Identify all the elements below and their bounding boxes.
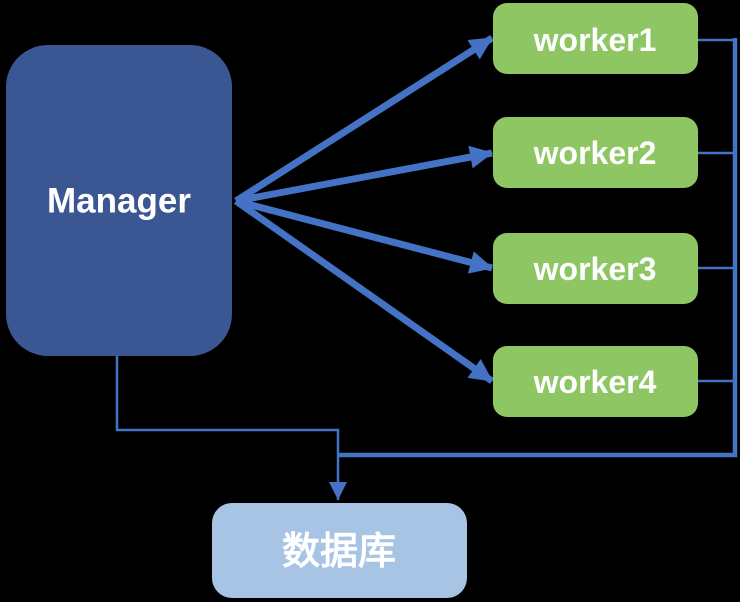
worker2-label: worker2 <box>533 135 657 171</box>
edge-manager-worker4 <box>233 198 495 384</box>
manager-label: Manager <box>47 182 191 221</box>
worker3-node <box>493 233 698 304</box>
database-node <box>212 503 467 598</box>
manager-to-workers-arrows <box>233 35 495 384</box>
edge-manager-worker1 <box>234 35 494 204</box>
manager-node <box>6 45 232 356</box>
edge-manager-database <box>115 356 347 500</box>
worker4-label: worker4 <box>533 364 657 400</box>
worker1-node <box>493 3 698 74</box>
worker2-node <box>493 117 698 188</box>
worker4-node <box>493 346 698 417</box>
database-label: 数据库 <box>282 531 396 573</box>
edge-manager-worker2 <box>235 145 494 205</box>
worker3-label: worker3 <box>533 251 657 287</box>
worker-stub-lines <box>698 38 734 383</box>
edge-manager-worker3 <box>235 197 494 274</box>
edge-workers-database-collector <box>338 38 738 458</box>
worker1-label: worker1 <box>533 22 657 58</box>
